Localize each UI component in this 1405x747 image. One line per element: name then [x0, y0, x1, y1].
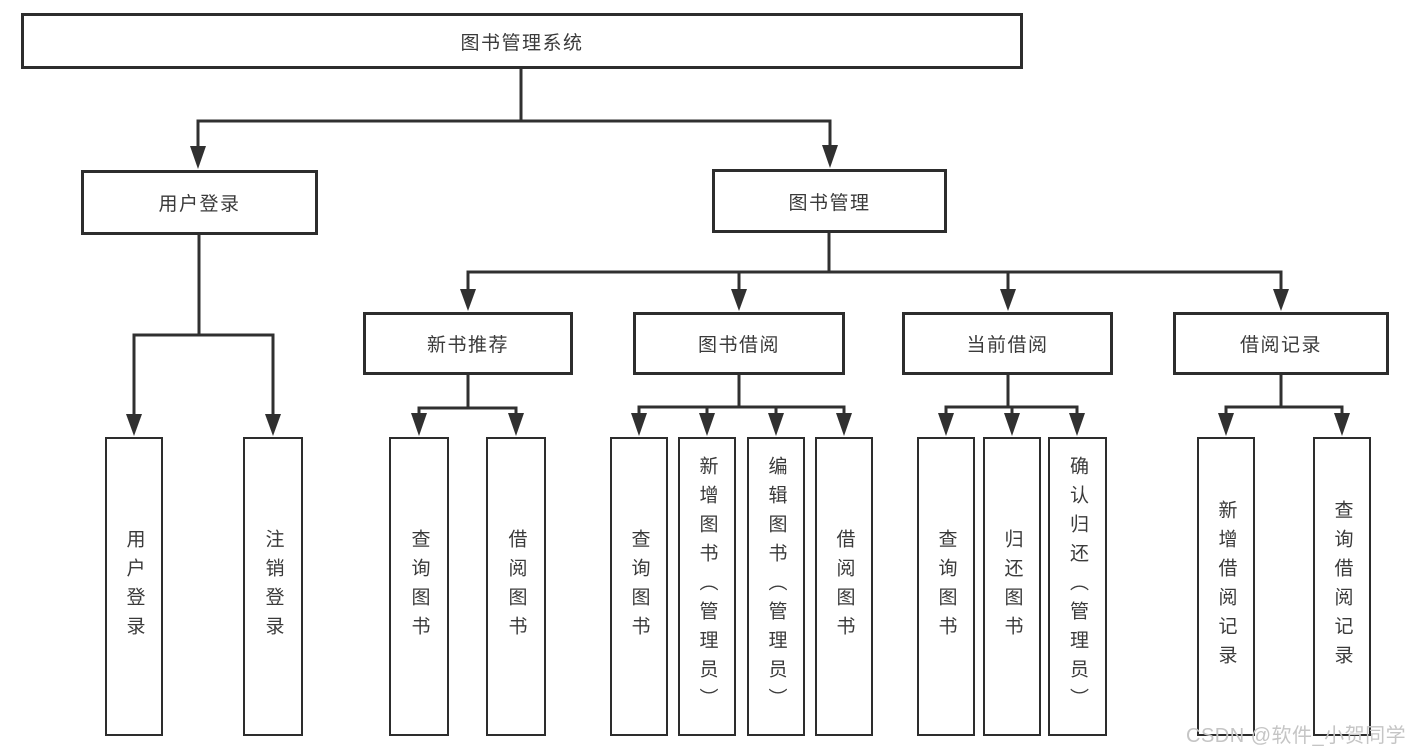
node-leaf-query-books-borrowing: 查询图书: [610, 437, 668, 736]
node-new-book-recommend-label: 新书推荐: [426, 335, 509, 356]
node-borrowing-records: 借阅记录: [1173, 312, 1389, 375]
node-leaf-confirm-return-admin-label: 确认归还（管理员）: [1067, 456, 1088, 717]
node-user-login: 用户登录: [81, 170, 318, 235]
node-book-borrowing-label: 图书借阅: [697, 335, 780, 356]
node-leaf-query-books-borrowing-label: 查询图书: [628, 528, 650, 645]
node-leaf-borrow-books-recommend-label: 借阅图书: [505, 528, 527, 645]
node-leaf-add-borrow-record-label: 新增借阅记录: [1215, 499, 1237, 674]
arrowhead: [822, 145, 838, 168]
node-leaf-logout: 注销登录: [243, 437, 303, 736]
node-leaf-return-book-label: 归还图书: [1001, 528, 1023, 645]
node-leaf-query-borrow-record-label: 查询借阅记录: [1331, 499, 1353, 674]
node-leaf-borrow-books-borrowing-label: 借阅图书: [833, 528, 855, 645]
arrowhead: [460, 289, 476, 311]
node-leaf-borrow-books-borrowing: 借阅图书: [815, 437, 873, 736]
node-leaf-user-login-label: 用户登录: [123, 528, 145, 645]
node-leaf-query-books-recommend-label: 查询图书: [408, 528, 430, 645]
arrowhead: [836, 413, 852, 436]
arrowhead: [938, 413, 954, 436]
arrowhead: [731, 289, 747, 311]
node-user-login-label: 用户登录: [158, 194, 241, 215]
arrowhead: [631, 413, 647, 436]
node-leaf-borrow-books-recommend: 借阅图书: [486, 437, 546, 736]
node-current-borrowing-label: 当前借阅: [966, 335, 1049, 356]
arrowhead: [1004, 413, 1020, 436]
node-root: 图书管理系统: [21, 13, 1023, 69]
node-leaf-add-book-admin-label: 新增图书（管理员）: [696, 456, 718, 717]
node-leaf-edit-book-admin: 编辑图书（管理员）: [747, 437, 805, 736]
node-leaf-add-borrow-record: 新增借阅记录: [1197, 437, 1255, 736]
arrowhead: [411, 413, 427, 436]
node-leaf-add-book-admin: 新增图书（管理员）: [678, 437, 736, 736]
node-book-management-label: 图书管理: [788, 192, 871, 214]
node-leaf-logout-label: 注销登录: [262, 528, 284, 645]
node-root-label: 图书管理系统: [460, 32, 584, 54]
node-leaf-confirm-return-admin: 确认归还（管理员）: [1048, 437, 1107, 736]
arrowhead: [190, 146, 206, 169]
csdn-watermark: CSDN @软件_小贺同学: [1186, 725, 1405, 747]
node-leaf-query-books-current-label: 查询图书: [935, 528, 957, 645]
node-book-borrowing: 图书借阅: [633, 312, 845, 375]
node-leaf-query-books-current: 查询图书: [917, 437, 975, 736]
arrowhead: [126, 414, 142, 436]
node-leaf-return-book: 归还图书: [983, 437, 1041, 736]
arrowhead: [508, 413, 524, 436]
node-book-management: 图书管理: [712, 169, 947, 233]
arrowhead: [265, 414, 281, 436]
node-leaf-query-books-recommend: 查询图书: [389, 437, 449, 736]
arrowhead: [699, 413, 715, 436]
arrowhead: [1334, 413, 1350, 436]
node-new-book-recommend: 新书推荐: [363, 312, 573, 375]
arrowhead: [1218, 413, 1234, 436]
node-current-borrowing: 当前借阅: [902, 312, 1113, 375]
arrowhead: [1000, 289, 1016, 311]
node-leaf-query-borrow-record: 查询借阅记录: [1313, 437, 1371, 736]
node-leaf-edit-book-admin-label: 编辑图书（管理员）: [765, 456, 787, 717]
arrowhead: [768, 413, 784, 436]
arrowhead: [1273, 289, 1289, 311]
arrowhead: [1069, 413, 1085, 436]
node-leaf-user-login: 用户登录: [105, 437, 163, 736]
node-borrowing-records-label: 借阅记录: [1239, 335, 1322, 356]
